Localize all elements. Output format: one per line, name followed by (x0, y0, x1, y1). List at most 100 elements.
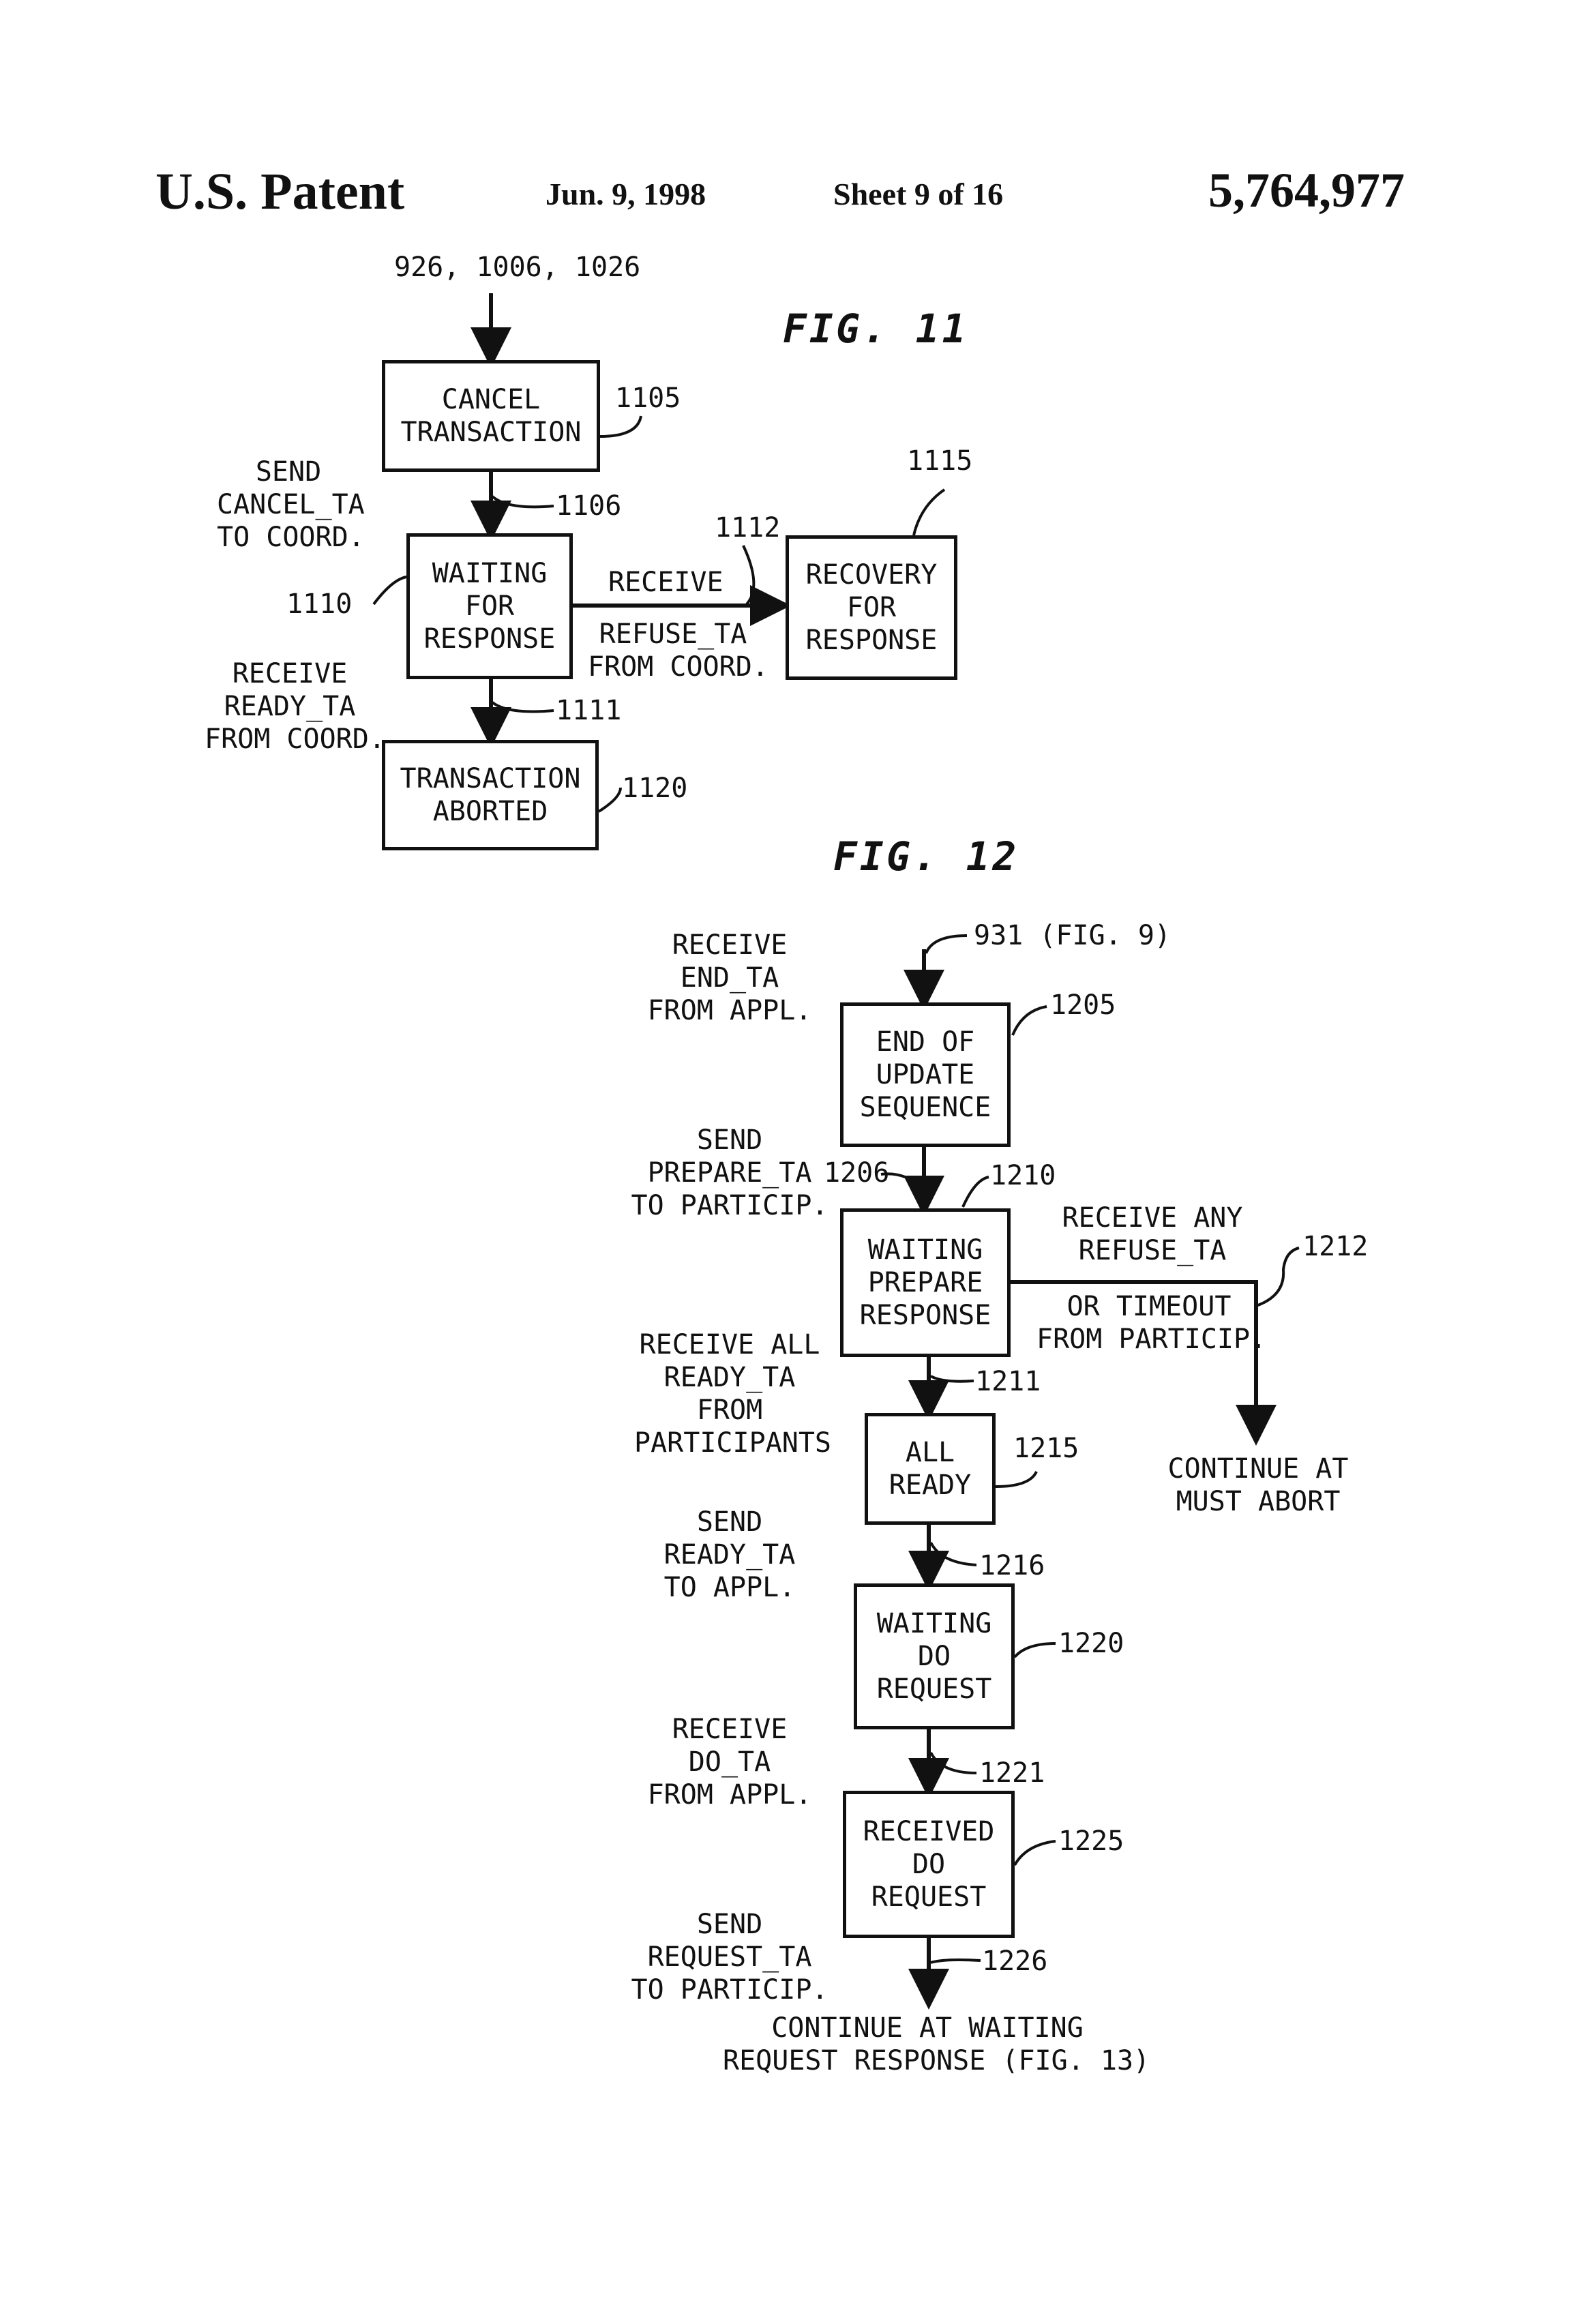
fig11-entry-ref: 926, 1006, 1026 (394, 251, 640, 284)
box-1225-line-1: RECEIVED (863, 1815, 995, 1848)
label-receive-do-line-2: DO_TA (641, 1746, 818, 1778)
fig12-entry-ref: 931 (FIG. 9) (974, 919, 1171, 952)
leader-1225 (1015, 1841, 1056, 1865)
box-1120-line-2: ABORTED (433, 795, 548, 828)
box-1225-line-3: REQUEST (871, 1881, 987, 1913)
label-send-cancel-ta: SEND CANCEL_TA TO COORD. (217, 456, 360, 554)
label-receive-all-ready-line-3: FROM (634, 1394, 825, 1427)
leader-1105 (600, 416, 641, 436)
box-1110-line-1: WAITING (432, 557, 548, 590)
box-1115-recovery-for-response: RECOVERY FOR RESPONSE (786, 535, 957, 680)
box-1220-waiting-do-request: WAITING DO REQUEST (854, 1583, 1015, 1729)
box-1215-line-1: ALL (906, 1436, 955, 1469)
box-1105-cancel-transaction: CANCEL TRANSACTION (382, 360, 600, 472)
label-receive-end-line-3: FROM APPL. (641, 994, 818, 1027)
ref-1226: 1226 (982, 1945, 1047, 1978)
leader-1115 (914, 490, 944, 535)
leader-1210 (963, 1177, 989, 1207)
label-continue-waiting-request: CONTINUE AT WAITING REQUEST RESPONSE (FI… (723, 2012, 1132, 2077)
ref-1110: 1110 (286, 588, 352, 621)
box-1115-line-2: FOR (847, 591, 896, 624)
leader-1215 (996, 1472, 1036, 1487)
leader-931 (926, 936, 967, 953)
leader-1111 (492, 702, 554, 712)
box-1105-line-2: TRANSACTION (401, 416, 582, 449)
label-or-timeout-line-2: FROM PARTICIP. (1036, 1323, 1262, 1356)
box-1110-line-2: FOR (465, 590, 514, 623)
label-receive-end-ta: RECEIVE END_TA FROM APPL. (641, 929, 818, 1027)
label-send-ready-line-2: READY_TA (641, 1538, 818, 1571)
box-1115-line-1: RECOVERY (806, 558, 938, 591)
label-send-ready-line-1: SEND (641, 1506, 818, 1538)
label-send-prepare-line-1: SEND (627, 1124, 832, 1157)
box-1215-line-2: READY (889, 1469, 971, 1502)
label-refuse-ta: REFUSE_TA FROM COORD. (588, 618, 758, 683)
label-send-request-line-2: REQUEST_TA (627, 1941, 832, 1973)
label-send-ready-ta: SEND READY_TA TO APPL. (641, 1506, 818, 1604)
label-receive-any-refuse-line-1: RECEIVE ANY (1054, 1202, 1251, 1234)
label-receive-end-line-1: RECEIVE (641, 929, 818, 962)
leader-1226 (931, 1960, 981, 1963)
leader-1220 (1015, 1643, 1056, 1657)
label-or-timeout-line-1: OR TIMEOUT (1036, 1290, 1262, 1323)
ref-1205: 1205 (1050, 989, 1116, 1022)
box-1215-all-ready: ALL READY (865, 1413, 996, 1525)
label-receive-all-ready-line-2: READY_TA (634, 1361, 825, 1394)
label-refuse-line-1: REFUSE_TA (588, 618, 758, 651)
ref-1225: 1225 (1058, 1825, 1124, 1858)
box-1225-line-2: DO (912, 1848, 945, 1881)
label-continue-abort-line-1: CONTINUE AT (1159, 1452, 1357, 1485)
ref-1105: 1105 (615, 382, 681, 415)
label-continue-must-abort: CONTINUE AT MUST ABORT (1159, 1452, 1357, 1518)
leader-1221 (931, 1753, 976, 1773)
ref-1206: 1206 (824, 1157, 889, 1189)
label-send-ready-line-3: TO APPL. (641, 1571, 818, 1604)
label-send-prepare-line-2: PREPARE_TA (627, 1157, 832, 1189)
box-1210-line-3: RESPONSE (860, 1299, 991, 1332)
ref-1212: 1212 (1302, 1230, 1368, 1263)
label-send-cancel-line-2: CANCEL_TA (217, 488, 360, 521)
box-1220-line-1: WAITING (877, 1607, 992, 1640)
box-1110-line-3: RESPONSE (424, 623, 556, 655)
leader-1120 (599, 788, 621, 811)
box-1210-line-2: PREPARE (868, 1266, 983, 1299)
label-send-prepare-line-3: TO PARTICIP. (627, 1189, 832, 1222)
ref-1115: 1115 (907, 445, 972, 477)
label-continue-waiting-line-2: REQUEST RESPONSE (FIG. 13) (723, 2044, 1132, 2077)
box-1210-line-1: WAITING (868, 1234, 983, 1266)
label-receive-do-line-1: RECEIVE (641, 1713, 818, 1746)
leader-1106 (492, 496, 554, 507)
label-receive-ready-line-2: READY_TA (205, 690, 375, 723)
ref-1211: 1211 (975, 1365, 1041, 1398)
leader-1212 (1256, 1248, 1299, 1306)
label-send-request-line-3: TO PARTICIP. (627, 1973, 832, 2006)
box-1205-line-2: UPDATE (876, 1058, 975, 1091)
label-receive-end-line-2: END_TA (641, 962, 818, 994)
ref-1220: 1220 (1058, 1627, 1124, 1660)
label-send-request-ta: SEND REQUEST_TA TO PARTICIP. (627, 1908, 832, 2006)
box-1115-line-3: RESPONSE (806, 624, 938, 657)
label-receive-any-refuse: RECEIVE ANY REFUSE_TA (1054, 1202, 1251, 1267)
label-send-request-line-1: SEND (627, 1908, 832, 1941)
label-or-timeout: OR TIMEOUT FROM PARTICIP. (1036, 1290, 1262, 1356)
box-1205-line-3: SEQUENCE (860, 1091, 991, 1124)
leader-1205 (1013, 1007, 1047, 1035)
box-1205-end-of-update-sequence: END OF UPDATE SEQUENCE (840, 1002, 1011, 1147)
label-continue-waiting-line-1: CONTINUE AT WAITING (723, 2012, 1132, 2044)
box-1105-line-1: CANCEL (442, 383, 541, 416)
fig11-title: FIG. 11 (783, 306, 968, 352)
label-receive-any-refuse-line-2: REFUSE_TA (1054, 1234, 1251, 1267)
label-receive-all-ready: RECEIVE ALL READY_TA FROM PARTICIPANTS (634, 1328, 825, 1459)
box-1220-line-2: DO (918, 1640, 951, 1673)
label-receive-top: RECEIVE (608, 566, 711, 599)
box-1225-received-do-request: RECEIVED DO REQUEST (843, 1791, 1015, 1938)
box-1205-line-1: END OF (876, 1026, 975, 1058)
label-receive-ready-ta: RECEIVE READY_TA FROM COORD. (205, 657, 375, 756)
ref-1210: 1210 (990, 1159, 1056, 1192)
box-1120-transaction-aborted: TRANSACTION ABORTED (382, 740, 599, 850)
fig12-title: FIG. 12 (833, 833, 1019, 880)
leader-1216 (931, 1543, 976, 1565)
leader-1110 (374, 577, 406, 604)
label-send-cancel-line-3: TO COORD. (217, 521, 360, 554)
label-receive-ready-line-1: RECEIVE (205, 657, 375, 690)
